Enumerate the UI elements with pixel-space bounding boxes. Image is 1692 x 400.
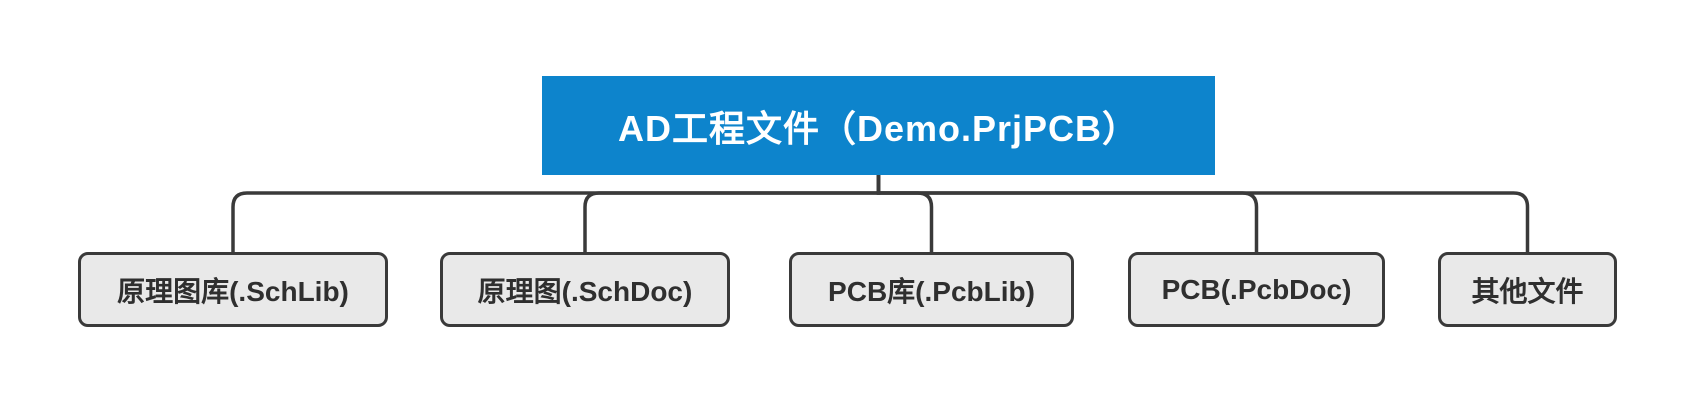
child-node-pcbdoc: PCB(.PcbDoc) bbox=[1128, 252, 1385, 327]
child-node-label: PCB(.PcbDoc) bbox=[1161, 273, 1352, 305]
child-node-label: PCB库(.PcbLib) bbox=[828, 275, 1035, 307]
connector-root-to-child-3 bbox=[876, 175, 1259, 253]
root-node: AD工程文件（Demo.PrjPCB） bbox=[542, 76, 1215, 175]
child-node-pcblib: PCB库(.PcbLib) bbox=[789, 252, 1074, 327]
connector-root-to-child-2 bbox=[876, 175, 934, 253]
connector-root-to-child-0 bbox=[231, 175, 881, 253]
connector-root-to-child-4 bbox=[876, 175, 1530, 253]
child-node-schlib: 原理图库(.SchLib) bbox=[78, 252, 388, 327]
child-node-other-files: 其他文件 bbox=[1438, 252, 1617, 327]
child-node-schdoc: 原理图(.SchDoc) bbox=[440, 252, 730, 327]
child-node-label: 原理图库(.SchLib) bbox=[117, 275, 349, 307]
child-node-label: 原理图(.SchDoc) bbox=[477, 275, 693, 307]
connector-root-to-child-1 bbox=[583, 175, 881, 253]
child-node-label: 其他文件 bbox=[1471, 275, 1584, 307]
root-node-label: AD工程文件（Demo.PrjPCB） bbox=[617, 107, 1140, 149]
